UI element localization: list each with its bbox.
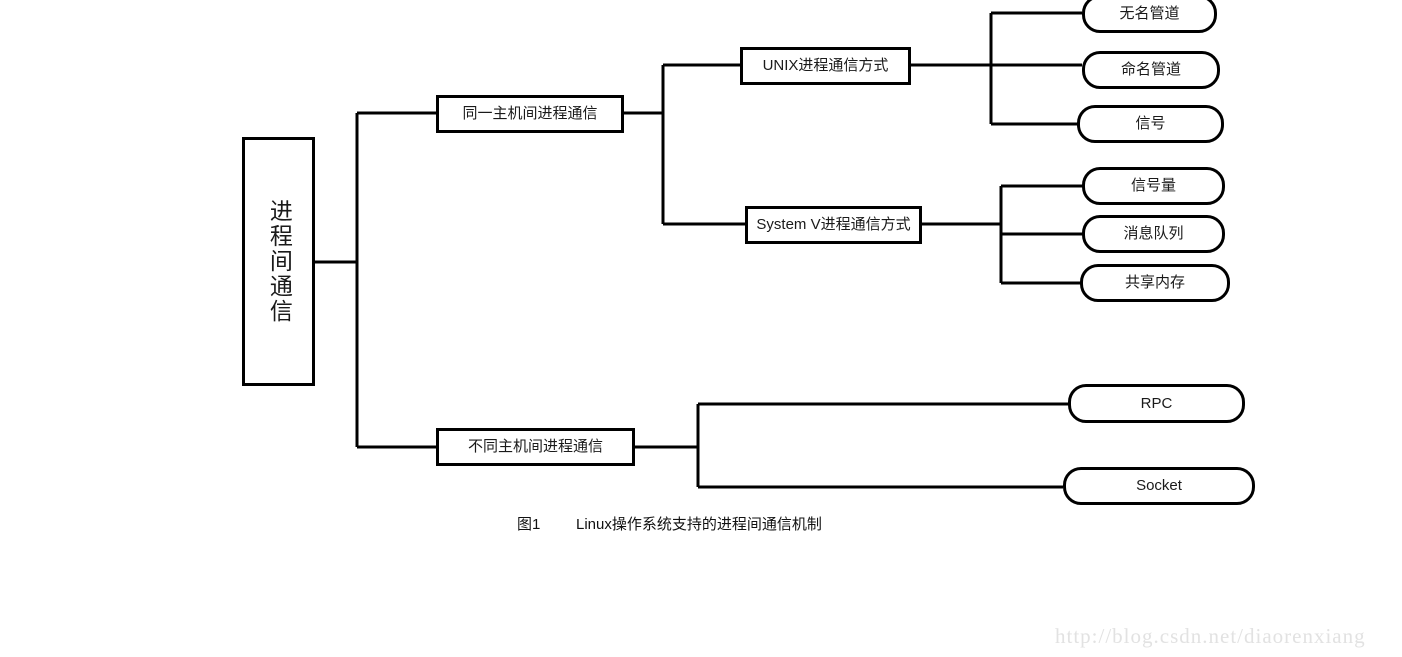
node-different-host[interactable]: 不同主机间进程通信 bbox=[436, 428, 635, 466]
node-rpc[interactable]: RPC bbox=[1068, 384, 1245, 423]
node-anonymous-pipe[interactable]: 无名管道 bbox=[1082, 0, 1217, 33]
node-shared-memory-label: 共享内存 bbox=[1124, 274, 1185, 291]
node-semaphore-label: 信号量 bbox=[1130, 177, 1176, 194]
node-systemv-ipc[interactable]: System V进程通信方式 bbox=[745, 206, 922, 244]
node-different-host-label: 不同主机间进程通信 bbox=[467, 438, 603, 455]
node-systemv-ipc-label: System V进程通信方式 bbox=[756, 216, 911, 233]
node-signal-label: 信号 bbox=[1135, 115, 1166, 132]
node-socket-label: Socket bbox=[1136, 477, 1182, 494]
node-message-queue[interactable]: 消息队列 bbox=[1082, 215, 1225, 253]
figure-caption-label: 图1 bbox=[517, 516, 541, 533]
node-anonymous-pipe-label: 无名管道 bbox=[1119, 5, 1180, 22]
node-signal[interactable]: 信号 bbox=[1077, 105, 1224, 143]
node-message-queue-label: 消息队列 bbox=[1123, 225, 1184, 242]
node-rpc-label: RPC bbox=[1140, 394, 1173, 412]
node-named-pipe-label: 命名管道 bbox=[1120, 61, 1181, 78]
node-socket[interactable]: Socket bbox=[1063, 467, 1255, 505]
figure-caption-text: Linux操作系统支持的进程间通信机制 bbox=[576, 516, 822, 533]
node-same-host[interactable]: 同一主机间进程通信 bbox=[436, 95, 624, 133]
node-semaphore[interactable]: 信号量 bbox=[1082, 167, 1225, 205]
node-unix-ipc-label: UNIX进程通信方式 bbox=[762, 57, 889, 74]
watermark-url: http://blog.csdn.net/diaorenxiang bbox=[1055, 624, 1366, 648]
node-root-label: 进程间通信 bbox=[266, 199, 293, 324]
node-unix-ipc[interactable]: UNIX进程通信方式 bbox=[740, 47, 911, 85]
node-named-pipe[interactable]: 命名管道 bbox=[1082, 51, 1220, 89]
node-shared-memory[interactable]: 共享内存 bbox=[1080, 264, 1230, 302]
node-same-host-label: 同一主机间进程通信 bbox=[462, 105, 598, 122]
node-root[interactable]: 进程间通信 bbox=[242, 137, 315, 386]
